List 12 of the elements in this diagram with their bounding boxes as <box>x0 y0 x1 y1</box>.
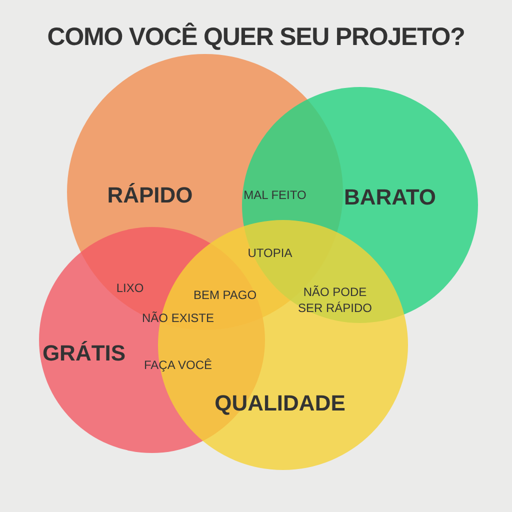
set-label: BARATO <box>344 184 436 212</box>
region-label: UTOPIA <box>246 245 294 261</box>
set-label: RÁPIDO <box>107 182 193 210</box>
title: COMO VOCÊ QUER SEU PROJETO? <box>46 22 466 52</box>
region-label: MAL FEITO <box>242 187 308 203</box>
set-label: GRÁTIS <box>42 340 126 368</box>
region-label: BEM PAGO <box>192 287 258 303</box>
region-label: NÃO PODE SER RÁPIDO <box>296 284 373 316</box>
region-label: FAÇA VOCÊ <box>142 357 214 373</box>
region-label: LIXO <box>115 280 145 296</box>
set-label: QUALIDADE <box>214 390 346 418</box>
region-label: NÃO EXISTE <box>140 310 216 326</box>
